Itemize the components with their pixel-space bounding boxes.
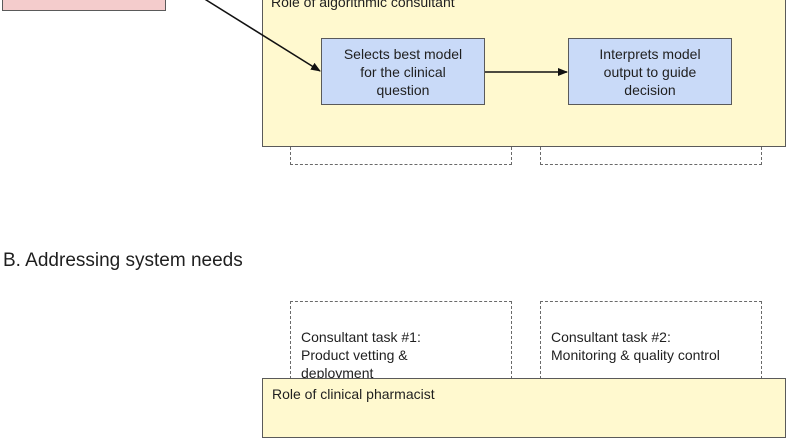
clinical-pharmacist-panel: Role of clinical pharmacist xyxy=(262,378,786,438)
consultant-task-1-box: Consultant task #1: Product vetting & de… xyxy=(290,301,512,381)
algorithmic-consultant-title: Role of algorithmic consultant xyxy=(271,0,455,10)
select-model-box: Selects best model for the clinical ques… xyxy=(321,38,485,105)
consultant-task-1-label: Consultant task #1: Product vetting & de… xyxy=(301,329,421,381)
clinical-pharmacist-title: Role of clinical pharmacist xyxy=(272,386,435,402)
section-b-title: B. Addressing system needs xyxy=(3,250,243,271)
interpret-output-label: Interprets model output to guide decisio… xyxy=(599,45,701,98)
dashed-tab-right xyxy=(540,147,762,165)
consultant-task-2-box: Consultant task #2: Monitoring & quality… xyxy=(540,301,762,379)
source-box xyxy=(2,0,166,11)
consultant-task-2-label: Consultant task #2: Monitoring & quality… xyxy=(551,329,720,363)
interpret-output-box: Interprets model output to guide decisio… xyxy=(568,38,732,105)
dashed-tab-left xyxy=(290,147,512,165)
select-model-label: Selects best model for the clinical ques… xyxy=(343,45,463,98)
